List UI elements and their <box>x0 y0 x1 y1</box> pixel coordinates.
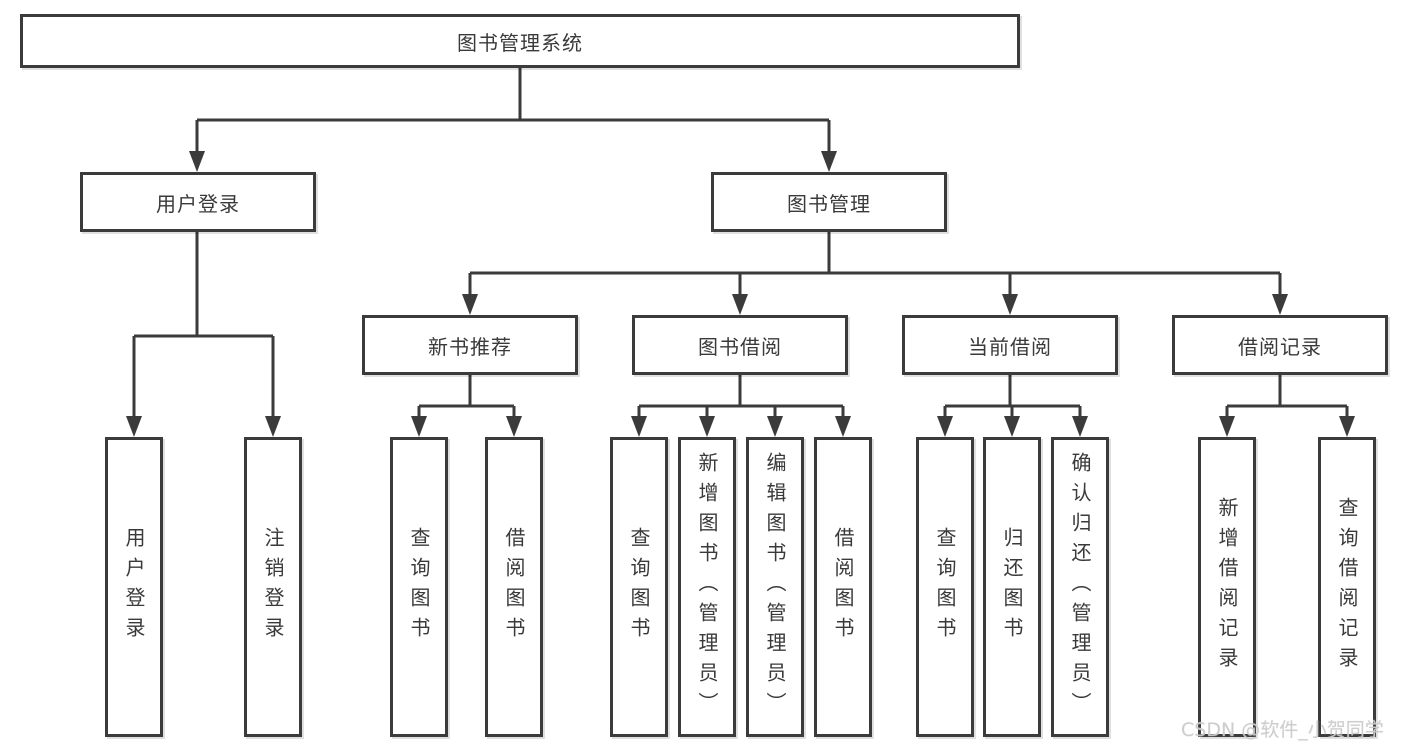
leaf-borrow-query-book: 查询图书 <box>610 437 668 737</box>
node-new-book-recommend: 新书推荐 <box>362 315 578 375</box>
node-borrow-record: 借阅记录 <box>1172 315 1388 375</box>
leaf-user-login: 用户登录 <box>105 437 163 737</box>
node-book-management: 图书管理 <box>711 172 947 232</box>
leaf-borrow-book: 借阅图书 <box>814 437 872 737</box>
leaf-recommend-borrow-book: 借阅图书 <box>485 437 543 737</box>
leaf-add-book-admin: 新增图书（管理员） <box>678 437 736 737</box>
node-book-borrow: 图书借阅 <box>632 315 848 375</box>
node-root-system: 图书管理系统 <box>20 14 1020 68</box>
leaf-confirm-return-admin: 确认归还（管理员） <box>1051 437 1109 737</box>
leaf-return-book: 归还图书 <box>983 437 1041 737</box>
leaf-logout: 注销登录 <box>244 437 302 737</box>
node-current-borrow: 当前借阅 <box>902 315 1118 375</box>
leaf-query-borrow-record: 查询借阅记录 <box>1318 437 1376 737</box>
arrowheads <box>126 151 1355 437</box>
leaf-current-query-book: 查询图书 <box>916 437 974 737</box>
leaf-edit-book-admin: 编辑图书（管理员） <box>746 437 804 737</box>
node-user-login: 用户登录 <box>80 172 316 232</box>
leaf-recommend-query-book: 查询图书 <box>390 437 448 737</box>
csdn-watermark: CSDN @软件_小贺同学 <box>1181 719 1384 741</box>
leaf-add-borrow-record: 新增借阅记录 <box>1198 437 1256 737</box>
